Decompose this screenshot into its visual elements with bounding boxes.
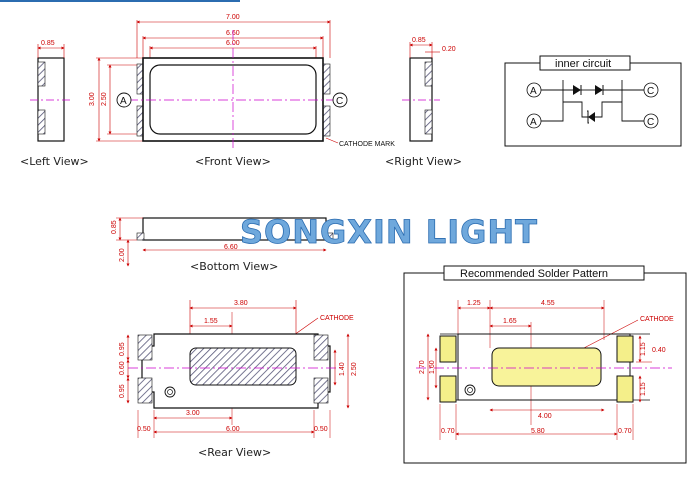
solder-dim-040: 0.40	[652, 347, 666, 354]
inner-circuit-title: inner circuit	[555, 58, 611, 70]
solder-dim-070a: 0.70	[441, 428, 455, 435]
bottom-dim-660: 6.60	[224, 244, 238, 251]
rear-cathode-label: CATHODE	[320, 315, 354, 322]
left-view-label: <Left View>	[20, 155, 89, 168]
front-cathode-letter: C	[336, 96, 343, 107]
bottom-view-label: <Bottom View>	[190, 260, 278, 273]
left-view: 0.85 <Left View>	[20, 40, 89, 168]
rear-dim-095b: 0.95	[119, 384, 126, 398]
solder-dim-115a: 1.15	[640, 342, 647, 356]
front-cathode-circle	[332, 92, 348, 108]
front-dim-700: 7.00	[226, 14, 240, 21]
right-dim-085: 0.85	[412, 37, 426, 44]
front-anode-letter: A	[120, 96, 127, 107]
rear-dim-250: 2.50	[351, 362, 358, 376]
solder-dim-270: 2.70	[419, 360, 426, 374]
solder-dim-165: 1.65	[503, 318, 517, 325]
front-anode-circle	[116, 92, 132, 108]
rear-view-label: <Rear View>	[198, 446, 271, 459]
rear-dim-380: 3.80	[234, 300, 248, 307]
left-dim-085: 0.85	[41, 40, 55, 47]
inner-circuit: inner circuit A A C C	[504, 55, 682, 147]
solder-pattern: Recommended Solder Pattern 1.25 4.55 1.6…	[403, 265, 687, 464]
rear-dim-050a: 0.50	[137, 426, 151, 433]
rear-dim-140: 1.40	[339, 362, 346, 376]
solder-dim-455: 4.55	[541, 300, 555, 307]
front-dim-250: 2.50	[101, 92, 108, 106]
rear-dim-300: 3.00	[186, 410, 200, 417]
front-view-label: <Front View>	[195, 155, 271, 168]
songxin-light-watermark: SONGXIN LIGHT	[240, 213, 538, 251]
bottom-dim-200: 2.00	[119, 248, 126, 262]
rear-view: 3.80 1.55 CATHODE 0.95 0.60 0.95 1.40 2.…	[119, 300, 358, 459]
right-dim-020: 0.20	[442, 46, 456, 53]
rear-dim-600: 6.00	[226, 426, 240, 433]
solder-pattern-title: Recommended Solder Pattern	[460, 268, 608, 280]
cathode-mark-label: CATHODE MARK	[339, 141, 395, 148]
solder-dim-400: 4.00	[538, 413, 552, 420]
solder-dim-125: 1.25	[467, 300, 481, 307]
circuit-cathode-top: C	[647, 86, 654, 97]
rear-dim-050b: 0.50	[314, 426, 328, 433]
solder-dim-580: 5.80	[531, 428, 545, 435]
solder-dim-115b: 1.15	[640, 382, 647, 396]
rear-dim-095a: 0.95	[119, 342, 126, 356]
front-dim-300: 3.00	[89, 92, 96, 106]
front-view: 7.00 6.60 6.00 3.00 2.50 A C C	[89, 14, 395, 168]
right-view: 0.85 0.20 <Right View>	[385, 37, 462, 168]
solder-dim-160: 1.60	[429, 360, 436, 374]
solder-dim-070b: 0.70	[618, 428, 632, 435]
solder-cathode-label: CATHODE	[640, 316, 674, 323]
bottom-view: 0.85 2.00 6.60 <Bottom View>	[111, 217, 334, 273]
circuit-anode-top: A	[530, 86, 537, 97]
rear-dim-155: 1.55	[204, 318, 218, 325]
right-view-label: <Right View>	[385, 155, 462, 168]
bottom-dim-085: 0.85	[111, 220, 118, 234]
rear-dim-060: 0.60	[119, 361, 126, 375]
circuit-anode-bottom: A	[530, 117, 537, 128]
circuit-cathode-bottom: C	[647, 117, 654, 128]
